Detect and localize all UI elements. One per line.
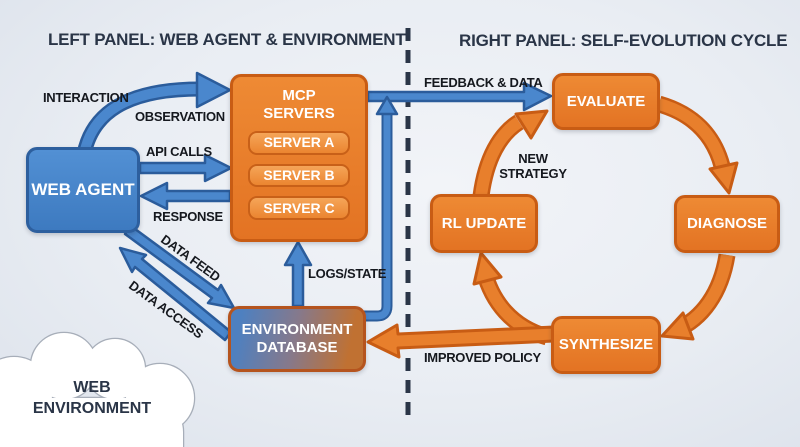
- diagnose-to-synthesize-arrow: [660, 253, 736, 341]
- environment-database-node: ENVIRONMENT DATABASE: [228, 306, 366, 372]
- interaction-label: INTERACTION: [43, 90, 129, 105]
- web-environment-label: WEB ENVIRONMENT: [32, 379, 152, 417]
- evaluate-node: EVALUATE: [552, 73, 660, 130]
- evaluate-label: EVALUATE: [566, 92, 646, 110]
- api-calls-label: API CALLS: [146, 144, 212, 159]
- web-agent-label: WEB AGENT: [31, 179, 135, 199]
- data-feed-arrow: [123, 224, 236, 310]
- new-strategy-label: NEW STRATEGY: [499, 151, 567, 181]
- database-feedback-line: [362, 95, 399, 322]
- synthesize-label: SYNTHESIZE: [558, 336, 654, 353]
- observation-label: OBSERVATION: [135, 109, 225, 124]
- data-access-arrow: [118, 246, 233, 342]
- logs-state-arrow: [283, 240, 313, 308]
- improved-policy-arrow: [366, 323, 556, 359]
- rl-update-to-evaluate-arrow: [472, 109, 549, 198]
- improved-policy-label: IMPROVED POLICY: [424, 350, 541, 365]
- interaction-observation-arrow: [76, 71, 232, 156]
- diagnose-label: DIAGNOSE: [686, 215, 767, 232]
- synthesize-node: SYNTHESIZE: [551, 316, 661, 374]
- evaluate-to-diagnose-arrow: [656, 95, 739, 195]
- web-agent-node: WEB AGENT: [26, 147, 140, 233]
- api-calls-arrow: [138, 153, 233, 183]
- response-label: RESPONSE: [153, 209, 223, 224]
- mcp-servers-node: MCP SERVERS SERVER A SERVER B SERVER C: [230, 74, 368, 242]
- response-arrow: [139, 181, 232, 211]
- server-b-label: SERVER B: [263, 167, 335, 184]
- right-panel-title: RIGHT PANEL: SELF-EVOLUTION CYCLE: [459, 31, 788, 50]
- mcp-servers-title: MCP SERVERS: [263, 87, 335, 122]
- server-c-chip: SERVER C: [248, 196, 350, 221]
- web-environment-cloud: [0, 331, 196, 447]
- environment-database-label: ENVIRONMENT DATABASE: [241, 321, 353, 356]
- feedback-data-label: FEEDBACK & DATA: [424, 75, 543, 90]
- rl-update-node: RL UPDATE: [430, 194, 538, 253]
- server-c-label: SERVER C: [263, 199, 335, 216]
- left-panel-title: LEFT PANEL: WEB AGENT & ENVIRONMENT: [48, 30, 406, 49]
- server-b-chip: SERVER B: [248, 163, 350, 188]
- diagnose-node: DIAGNOSE: [674, 195, 780, 253]
- feedback-data-arrow: [366, 81, 553, 112]
- server-a-chip: SERVER A: [248, 131, 350, 155]
- rl-update-label: RL UPDATE: [441, 214, 527, 232]
- server-a-label: SERVER A: [263, 134, 335, 151]
- synthesize-to-rl-update-arrow: [472, 251, 550, 346]
- logs-state-label: LOGS/STATE: [308, 266, 387, 281]
